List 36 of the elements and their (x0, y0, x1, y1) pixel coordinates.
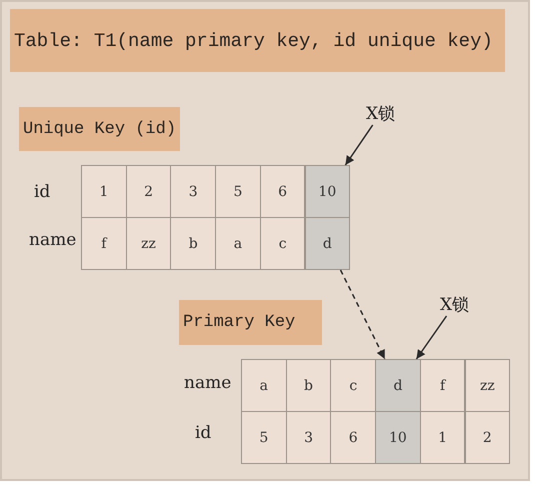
row-header: name (184, 373, 232, 393)
table-cell: 5 (241, 411, 287, 464)
highlighted-table-cell: d (375, 359, 421, 412)
table-cell: 1 (420, 411, 466, 464)
title-banner: Table: T1(name primary key, id unique key) (10, 9, 505, 72)
table-cell: c (260, 217, 306, 270)
highlighted-table-cell: 10 (375, 411, 421, 464)
table-cell: 2 (126, 165, 172, 218)
row-header: id (195, 423, 212, 443)
table-cell: 6 (330, 411, 376, 464)
table-cell: c (330, 359, 376, 412)
table-cell: 3 (170, 165, 216, 218)
highlighted-table-cell: d (304, 217, 350, 270)
table-cell: 2 (464, 411, 510, 464)
table-cell: a (215, 217, 261, 270)
table-cell: 1 (81, 165, 127, 218)
table-cell: f (81, 217, 127, 270)
row-header: name (29, 230, 76, 250)
table-cell: 3 (286, 411, 332, 464)
highlighted-table-cell: 10 (304, 165, 350, 218)
annotation-label: X锁 (366, 102, 396, 125)
section-banner: Primary Key (179, 300, 322, 345)
dashed-arrow (340, 270, 386, 360)
arrow (416, 316, 448, 360)
arrow (344, 124, 374, 166)
row-header: id (34, 182, 50, 202)
table-cell: b (286, 359, 332, 412)
table-cell: 5 (215, 165, 261, 218)
table-cell: a (241, 359, 287, 412)
table-cell: f (420, 359, 466, 412)
table-cell: zz (126, 217, 172, 270)
annotation-label: X锁 (440, 293, 470, 316)
table-cell: zz (464, 359, 510, 412)
table-cell: 6 (260, 165, 306, 218)
table-cell: b (170, 217, 216, 270)
section-banner: Unique Key (id) (19, 107, 180, 151)
